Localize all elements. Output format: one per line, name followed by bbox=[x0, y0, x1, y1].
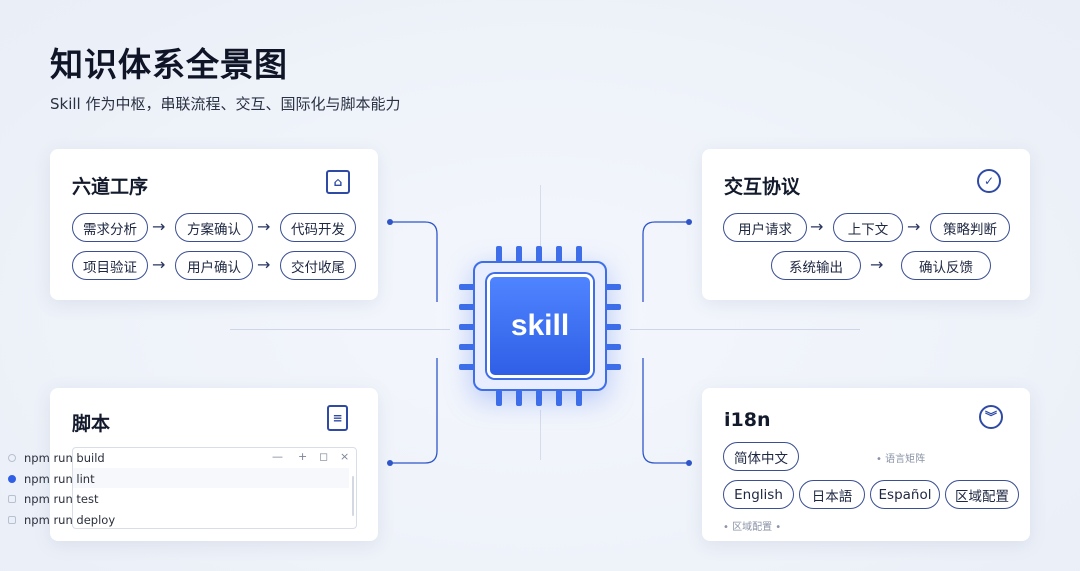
chip-pin bbox=[605, 304, 621, 310]
presentation-icon: ⌂ bbox=[326, 170, 350, 194]
chevrons-down-icon: ︾ bbox=[979, 405, 1003, 429]
document-icon: ≡ bbox=[327, 405, 348, 431]
connector-dot-scripts bbox=[387, 460, 393, 466]
arrow-icon: → bbox=[907, 217, 921, 236]
chip-pin bbox=[556, 390, 562, 406]
hub-label: skill bbox=[510, 309, 570, 342]
guide-line-left bbox=[230, 329, 450, 330]
note-language-matrix: • 语言矩阵 bbox=[876, 454, 926, 465]
arrow-icon: → bbox=[257, 255, 271, 274]
chip-pin bbox=[556, 246, 562, 262]
terminal-command[interactable]: npm run deploy bbox=[8, 513, 115, 527]
interaction-step-3: 策略判断 bbox=[930, 213, 1010, 242]
chip-pin bbox=[459, 284, 475, 290]
connector-dot-interaction bbox=[686, 219, 692, 225]
checkbox-icon bbox=[8, 495, 16, 503]
chip-pin bbox=[605, 284, 621, 290]
connector-workflow bbox=[390, 221, 438, 302]
chip-pin bbox=[605, 344, 621, 350]
card-interaction-title: 交互协议 bbox=[724, 176, 801, 198]
workflow-step-2: 方案确认 bbox=[175, 213, 253, 242]
plus-icon[interactable]: + bbox=[298, 450, 308, 463]
arrow-icon: → bbox=[152, 217, 166, 236]
workflow-step-6: 交付收尾 bbox=[280, 251, 356, 280]
terminal-scrollbar[interactable] bbox=[352, 476, 354, 516]
interaction-step-1: 用户请求 bbox=[723, 213, 807, 242]
connector-interaction bbox=[642, 221, 689, 302]
chip-pin bbox=[459, 364, 475, 370]
chip-pin bbox=[605, 364, 621, 370]
terminal-command[interactable]: npm run build bbox=[8, 451, 105, 465]
radio-icon bbox=[8, 454, 16, 462]
interaction-step-2: 上下文 bbox=[833, 213, 903, 242]
arrow-icon: → bbox=[870, 255, 884, 274]
chip-pin bbox=[605, 324, 621, 330]
language-spanish[interactable]: Español bbox=[870, 480, 940, 509]
chip-pin bbox=[496, 246, 502, 262]
interaction-step-5: 确认反馈 bbox=[901, 251, 991, 280]
workflow-step-5: 用户确认 bbox=[175, 251, 253, 280]
card-workflow-title: 六道工序 bbox=[72, 176, 149, 198]
language-japanese[interactable]: 日本語 bbox=[799, 480, 865, 509]
interaction-step-4: 系统输出 bbox=[771, 251, 861, 280]
connector-scripts bbox=[390, 358, 438, 464]
note-region-config: • 区域配置 • bbox=[723, 522, 782, 533]
close-icon[interactable]: × bbox=[340, 450, 350, 463]
workflow-step-4: 项目验证 bbox=[72, 251, 148, 280]
minimize-icon[interactable]: — bbox=[272, 450, 283, 463]
chip-pin bbox=[576, 246, 582, 262]
chip-pin bbox=[496, 390, 502, 406]
workflow-step-3: 代码开发 bbox=[280, 213, 356, 242]
checkbox-checked-icon bbox=[8, 475, 16, 483]
arrow-icon: → bbox=[257, 217, 271, 236]
guide-line-right bbox=[630, 329, 860, 330]
chip-pin bbox=[516, 246, 522, 262]
command-label: npm run build bbox=[24, 451, 105, 465]
connector-i18n bbox=[642, 358, 689, 464]
terminal-command[interactable]: npm run test bbox=[8, 492, 99, 506]
workflow-step-1: 需求分析 bbox=[72, 213, 148, 242]
page-subtitle: Skill 作为中枢，串联流程、交互、国际化与脚本能力 bbox=[50, 95, 401, 113]
chip-pin bbox=[459, 344, 475, 350]
chip-pin bbox=[459, 304, 475, 310]
window-icon[interactable]: ◻ bbox=[319, 450, 329, 463]
language-english[interactable]: English bbox=[723, 480, 794, 509]
guide-line-bottom bbox=[540, 410, 541, 460]
check-circle-icon: ✓ bbox=[977, 169, 1001, 193]
page-title: 知识体系全景图 bbox=[50, 45, 288, 84]
checkbox-icon bbox=[8, 516, 16, 524]
terminal-command[interactable]: npm run lint bbox=[8, 472, 95, 486]
chip-pin bbox=[536, 390, 542, 406]
card-i18n-title: i18n bbox=[724, 409, 771, 431]
guide-line-top bbox=[540, 185, 541, 247]
connector-dot-workflow bbox=[387, 219, 393, 225]
chip-pin bbox=[536, 246, 542, 262]
chip-pin bbox=[576, 390, 582, 406]
command-label: npm run test bbox=[24, 492, 99, 506]
skill-chip-core: skill bbox=[487, 274, 593, 378]
connector-dot-i18n bbox=[686, 460, 692, 466]
language-primary[interactable]: 简体中文 bbox=[723, 442, 799, 471]
arrow-icon: → bbox=[810, 217, 824, 236]
command-label: npm run deploy bbox=[24, 513, 116, 527]
terminal-panel bbox=[72, 447, 357, 529]
command-label: npm run lint bbox=[24, 472, 95, 486]
region-config[interactable]: 区域配置 bbox=[945, 480, 1019, 509]
chip-pin bbox=[459, 324, 475, 330]
card-scripts-title: 脚本 bbox=[72, 413, 111, 435]
terminal-row-highlight bbox=[73, 468, 349, 488]
arrow-icon: → bbox=[152, 255, 166, 274]
chip-pin bbox=[516, 390, 522, 406]
